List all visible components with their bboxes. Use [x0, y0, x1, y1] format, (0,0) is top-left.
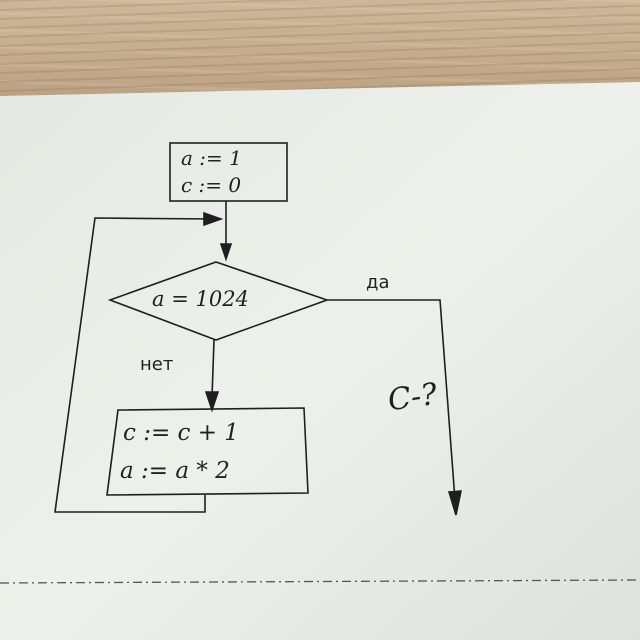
arrow-head-icon [221, 244, 231, 259]
init-line-1: a := 1 [181, 146, 242, 170]
no-branch-line [212, 340, 214, 397]
no-arrow-head-icon [206, 392, 218, 410]
no-label: нет [140, 354, 173, 375]
decision-condition: a = 1024 [152, 287, 249, 311]
loop-line-2: a := a * 2 [120, 458, 230, 484]
handwritten-note: C-? [386, 377, 440, 419]
loop-arrow-head-icon [204, 213, 221, 225]
yes-label: да [366, 272, 389, 293]
yes-arrow-head-icon [449, 491, 461, 515]
init-line-2: c := 0 [181, 173, 241, 197]
loop-line-1: c := c + 1 [123, 420, 239, 446]
